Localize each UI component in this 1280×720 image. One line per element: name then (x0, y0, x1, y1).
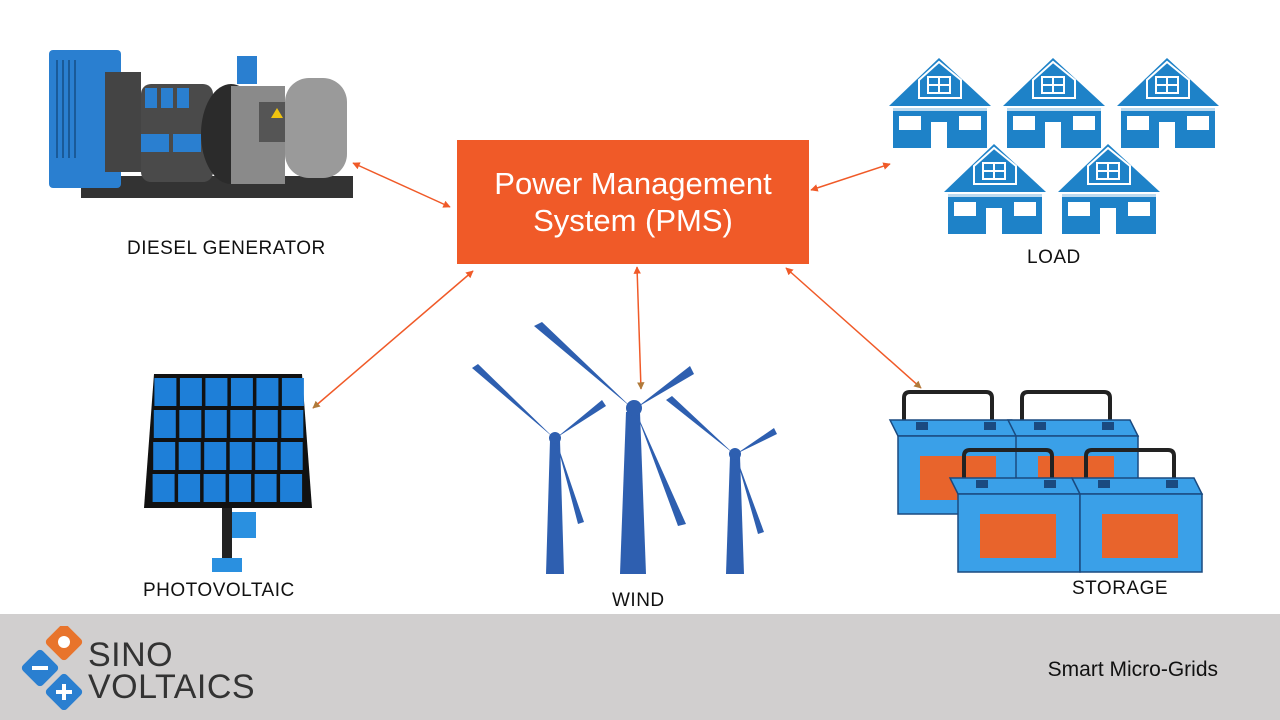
solar-cell (178, 442, 201, 470)
logo-line2: VOLTAICS (88, 668, 256, 706)
solar-panel-icon (144, 374, 312, 572)
solar-cell (254, 474, 277, 502)
solar-cell (153, 442, 176, 470)
wind-turbines-icon (472, 322, 777, 574)
arrow-diesel (352, 162, 451, 208)
solar-cell (178, 474, 201, 502)
solar-cell (205, 378, 228, 406)
load-label: LOAD (1027, 247, 1081, 268)
logo-line1: SINO (88, 636, 174, 674)
arrow-storage (785, 267, 922, 389)
pv-label: PHOTOVOLTAIC (143, 580, 295, 601)
wind-label: WIND (612, 590, 665, 611)
solar-cell (256, 378, 279, 406)
arrow-load (810, 162, 891, 192)
diesel-generator-icon (49, 50, 353, 198)
solar-cell (179, 410, 202, 438)
solar-cell (280, 474, 303, 502)
solar-cell (229, 474, 252, 502)
storage-label: STORAGE (1072, 578, 1169, 599)
solar-cell (203, 474, 226, 502)
batteries-icon (888, 390, 1204, 574)
solar-cell (179, 378, 202, 406)
solar-cell (204, 410, 227, 438)
tagline: Smart Micro-Grids (1047, 658, 1218, 681)
solar-cell (152, 474, 175, 502)
solar-cell (154, 378, 177, 406)
footer-bar: SINO VOLTAICS Smart Micro-Grids (0, 614, 1280, 720)
solar-cell (153, 410, 176, 438)
solar-cell (280, 442, 303, 470)
solar-cell (281, 378, 304, 406)
houses-icon (888, 57, 1220, 235)
pms-box: Power Management System (PMS) (457, 140, 809, 264)
solar-cell (281, 410, 304, 438)
arrow-pv (312, 270, 474, 409)
solar-cell (230, 410, 253, 438)
solar-cell (255, 410, 278, 438)
solar-cell (204, 442, 227, 470)
sinovoltaics-logo-icon (21, 626, 83, 710)
pms-title: Power Management System (PMS) (494, 166, 772, 238)
diesel-label: DIESEL GENERATOR (127, 238, 326, 259)
solar-cell (255, 442, 278, 470)
solar-cell (230, 378, 253, 406)
solar-cell (229, 442, 252, 470)
